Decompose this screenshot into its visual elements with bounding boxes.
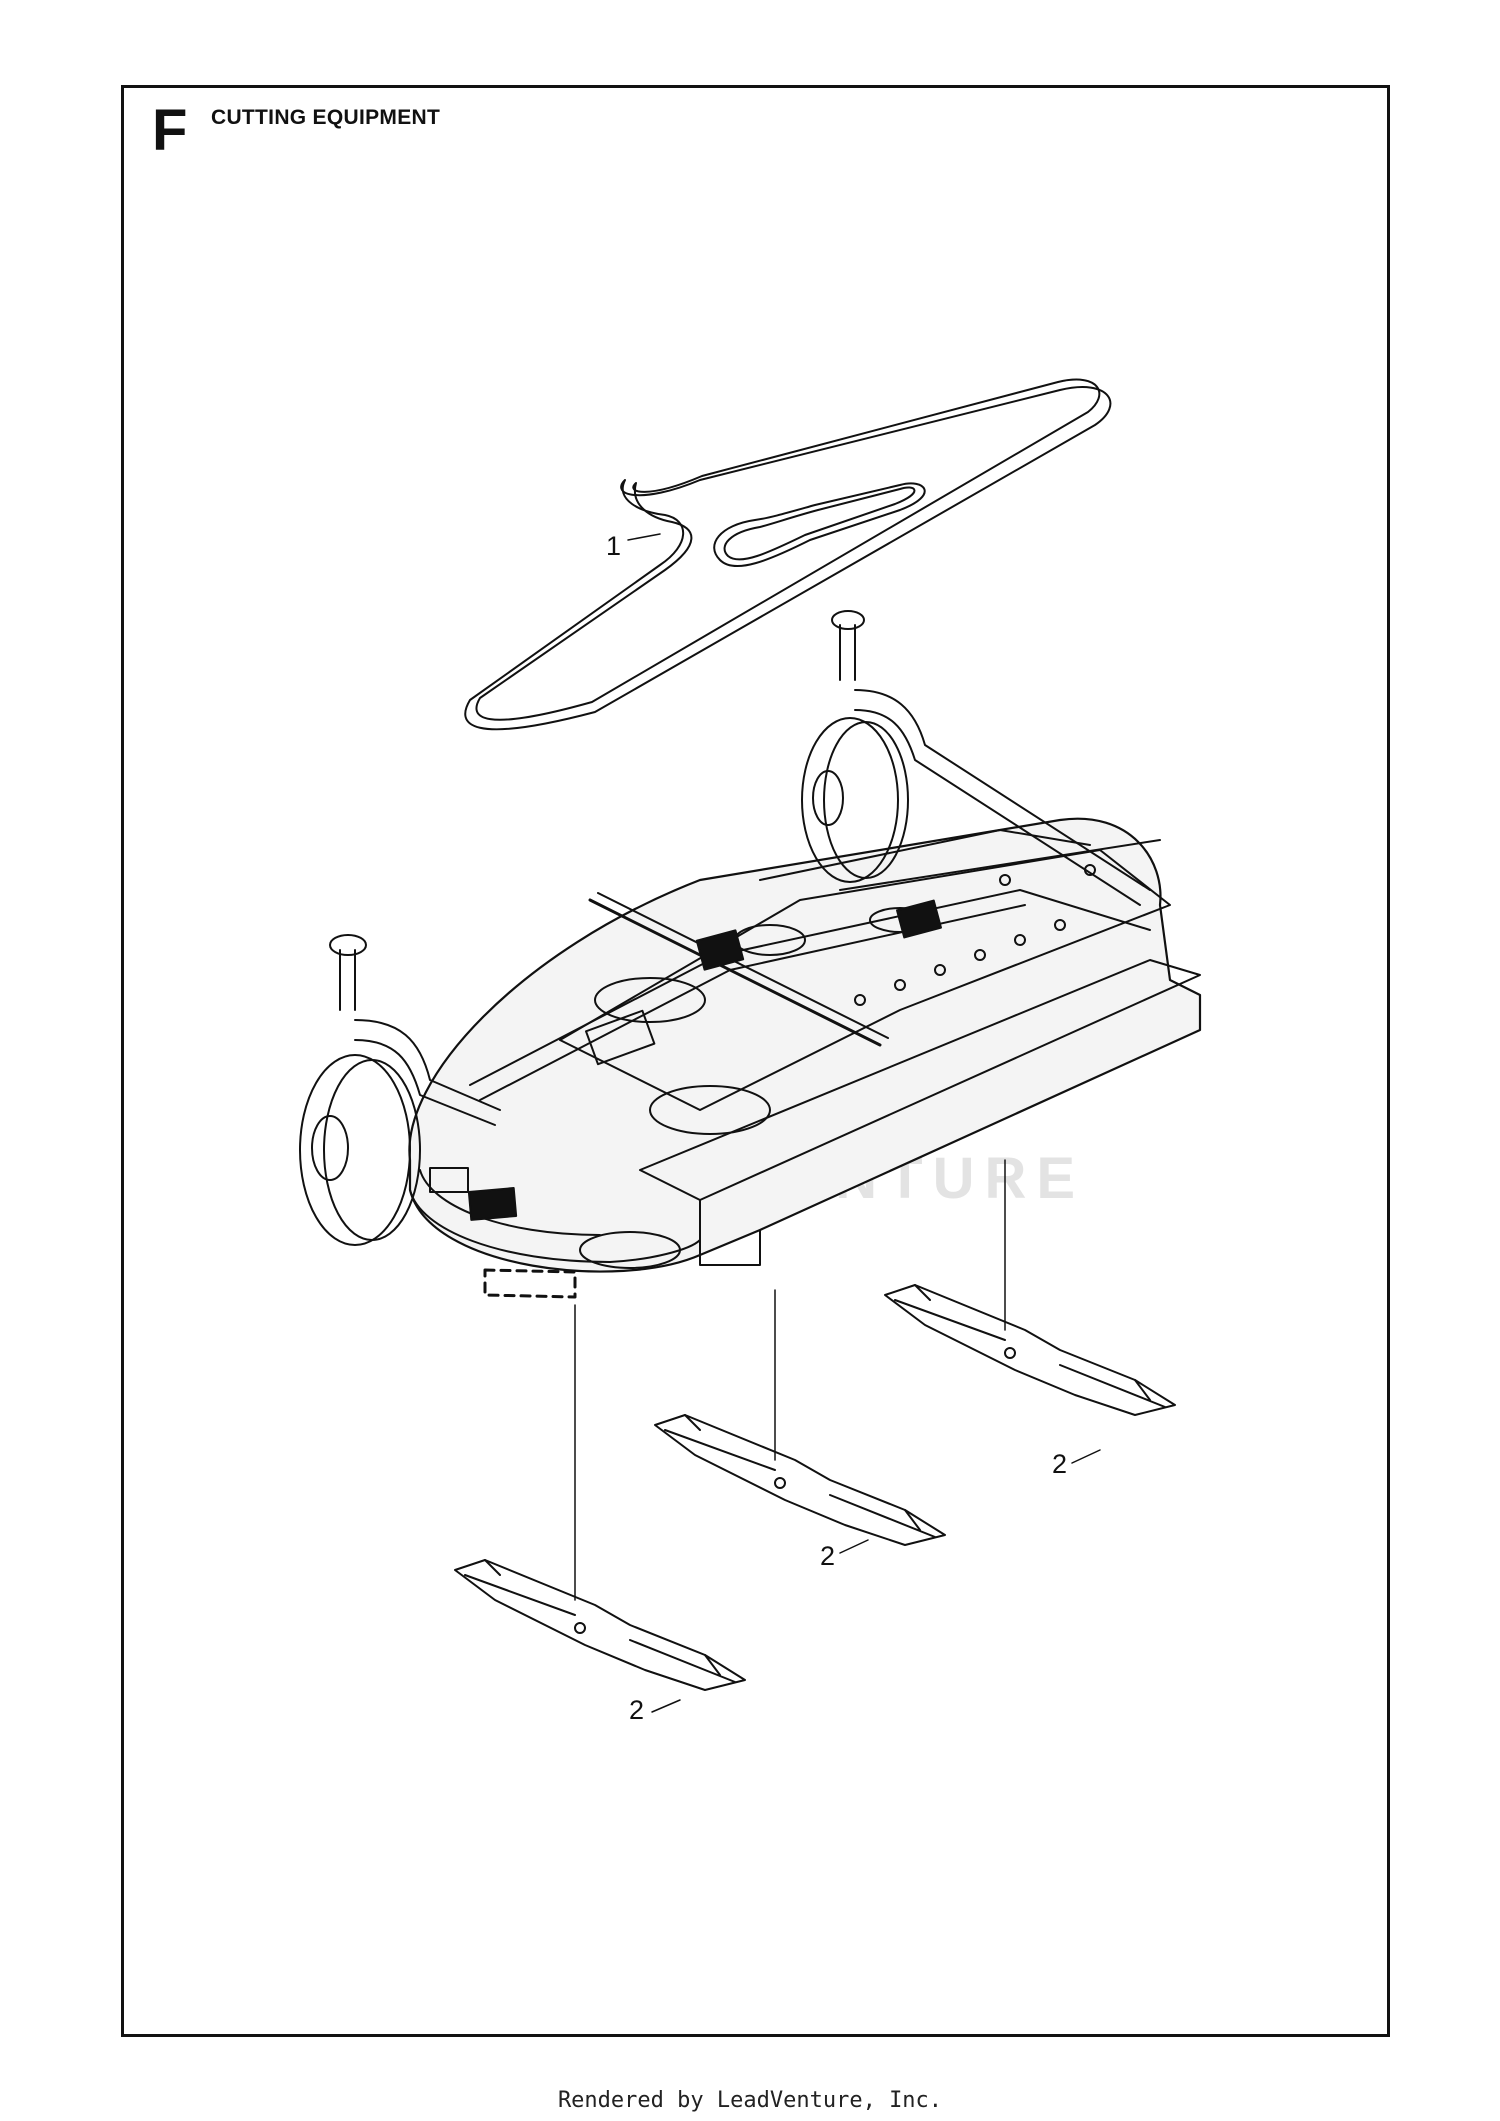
callout-label-2[interactable]: 2 bbox=[629, 1695, 645, 1725]
blade-center[interactable] bbox=[654, 1414, 946, 1546]
drive-belt[interactable] bbox=[464, 378, 1112, 731]
gauge-wheel-rear[interactable] bbox=[299, 934, 501, 1246]
callout-leader-2c bbox=[1071, 1449, 1101, 1464]
callout-label-2[interactable]: 2 bbox=[1052, 1449, 1068, 1479]
callout-leader-1 bbox=[627, 533, 661, 541]
callout-leader-2a bbox=[651, 1699, 681, 1713]
section-title: CUTTING EQUIPMENT bbox=[211, 106, 441, 129]
mower-deck[interactable] bbox=[408, 817, 1202, 1299]
blade-left[interactable] bbox=[454, 1559, 746, 1691]
gauge-wheel-front[interactable] bbox=[801, 610, 1151, 906]
diagram-frame bbox=[121, 85, 1390, 2037]
blade-right[interactable] bbox=[884, 1284, 1176, 1416]
footer-credit: Rendered by LeadVenture, Inc. bbox=[557, 2088, 943, 2113]
callout-leader-2b bbox=[839, 1539, 869, 1554]
section-letter: F bbox=[152, 98, 188, 163]
callout-label-2[interactable]: 2 bbox=[820, 1541, 836, 1571]
callout-label-1[interactable]: 1 bbox=[606, 531, 622, 561]
